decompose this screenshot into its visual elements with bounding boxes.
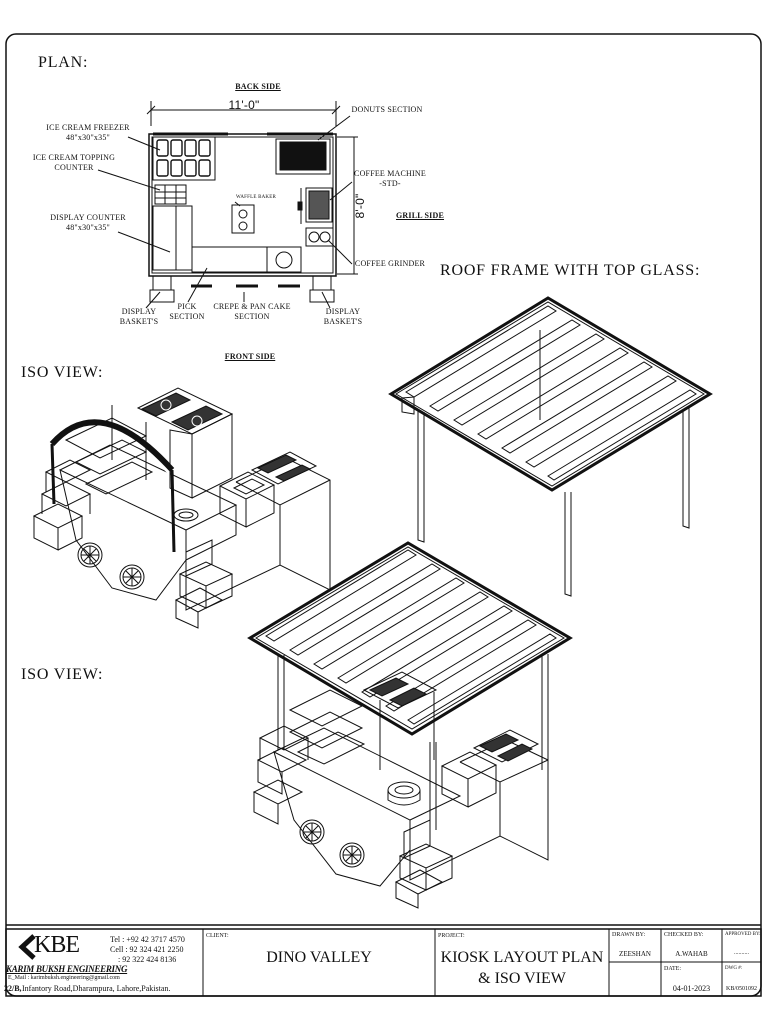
address-prefix: 22/B,: [4, 984, 22, 993]
roof-frame-title: ROOF FRAME WITH TOP GLASS:: [440, 262, 701, 279]
back-side-label: BACK SIDE: [235, 82, 281, 91]
iso-view-1-drawing: [32, 387, 331, 629]
depth-dimension: 8'-0": [353, 193, 367, 219]
dwg-label: DWG #:: [725, 966, 743, 971]
donuts-section-label: DONUTS SECTION: [351, 105, 423, 114]
plan-drawing: [97, 101, 358, 309]
title-block-lines: [5, 928, 762, 997]
company-name: KARIM BUKSH ENGINEERING: [6, 964, 128, 974]
approved-by-label: APPROVED BY:: [725, 932, 761, 937]
pick-section-1: PICK: [177, 302, 197, 311]
plan-title: PLAN:: [38, 54, 89, 71]
coffee-grinder-label: COFFEE GRINDER: [354, 259, 426, 268]
coffee-machine-label: COFFEE MACHINE: [354, 169, 426, 178]
topping-counter-label-1: ICE CREAM TOPPING: [32, 153, 116, 162]
address: Infantory Road,Dharampura, Lahore,Pakist…: [22, 984, 171, 993]
date-label: DATE:: [664, 966, 681, 972]
front-side-label: FRONT SIDE: [224, 352, 276, 361]
display-baskets-left-2: BASKET'S: [119, 317, 159, 326]
width-dimension: 11'-0": [228, 98, 260, 112]
cell-1: Cell : 92 324 421 2250: [110, 945, 184, 954]
display-counter-size: 48"x30"x35": [66, 223, 110, 232]
checked-by-label: CHECKED BY:: [664, 932, 704, 938]
project-line-2: & ISO VIEW: [478, 970, 566, 987]
crepe-section-2: SECTION: [234, 312, 270, 321]
roof-frame-drawing: [388, 296, 713, 597]
drawn-by-label: DRAWN BY:: [612, 932, 646, 938]
client-label: CLIENT:: [206, 933, 229, 939]
ice-cream-freezer-label: ICE CREAM FREEZER: [46, 123, 130, 132]
project-line-1: KIOSK LAYOUT PLAN: [440, 949, 604, 966]
checked-by: A.WAHAB: [675, 950, 708, 958]
cell-2: : 92 322 424 8136: [118, 955, 177, 964]
kbe-logo-mark: [18, 934, 36, 960]
iso-view-2-drawing: [247, 541, 573, 909]
pick-section-2: SECTION: [169, 312, 205, 321]
display-baskets-right-1: DISPLAY: [325, 307, 361, 316]
ice-cream-freezer-size: 48"x30"x35": [66, 133, 110, 142]
crepe-section-1: CREPE & PAN CAKE: [213, 302, 291, 311]
display-baskets-right-2: BASKET'S: [323, 317, 363, 326]
project-label: PROJECT:: [438, 933, 465, 939]
grill-side-label: GRILL SIDE: [395, 211, 445, 220]
drawn-by: ZEESHAN: [619, 950, 651, 958]
waffle-baker-label: WAFFLE BAKER: [235, 195, 277, 200]
date: 04-01-2023: [672, 984, 711, 993]
iso-view-1-title: ISO VIEW:: [21, 364, 104, 381]
dwg-number: KB/0501092: [725, 986, 757, 992]
display-counter-label: DISPLAY COUNTER: [50, 213, 126, 222]
topping-counter-label-2: COUNTER: [54, 163, 94, 172]
iso-view-2-title: ISO VIEW:: [21, 666, 104, 683]
tel: Tel : +92 42 3717 4570: [110, 935, 185, 944]
display-baskets-left-1: DISPLAY: [121, 307, 157, 316]
kbe-logo: KBE: [34, 932, 80, 958]
email: E_Mail : karimbuksh.engineering@gmail.co…: [8, 975, 120, 981]
coffee-machine-std: -STD-: [379, 179, 401, 188]
approved-by: ..........: [734, 950, 749, 956]
client-name: DINO VALLEY: [266, 949, 372, 966]
